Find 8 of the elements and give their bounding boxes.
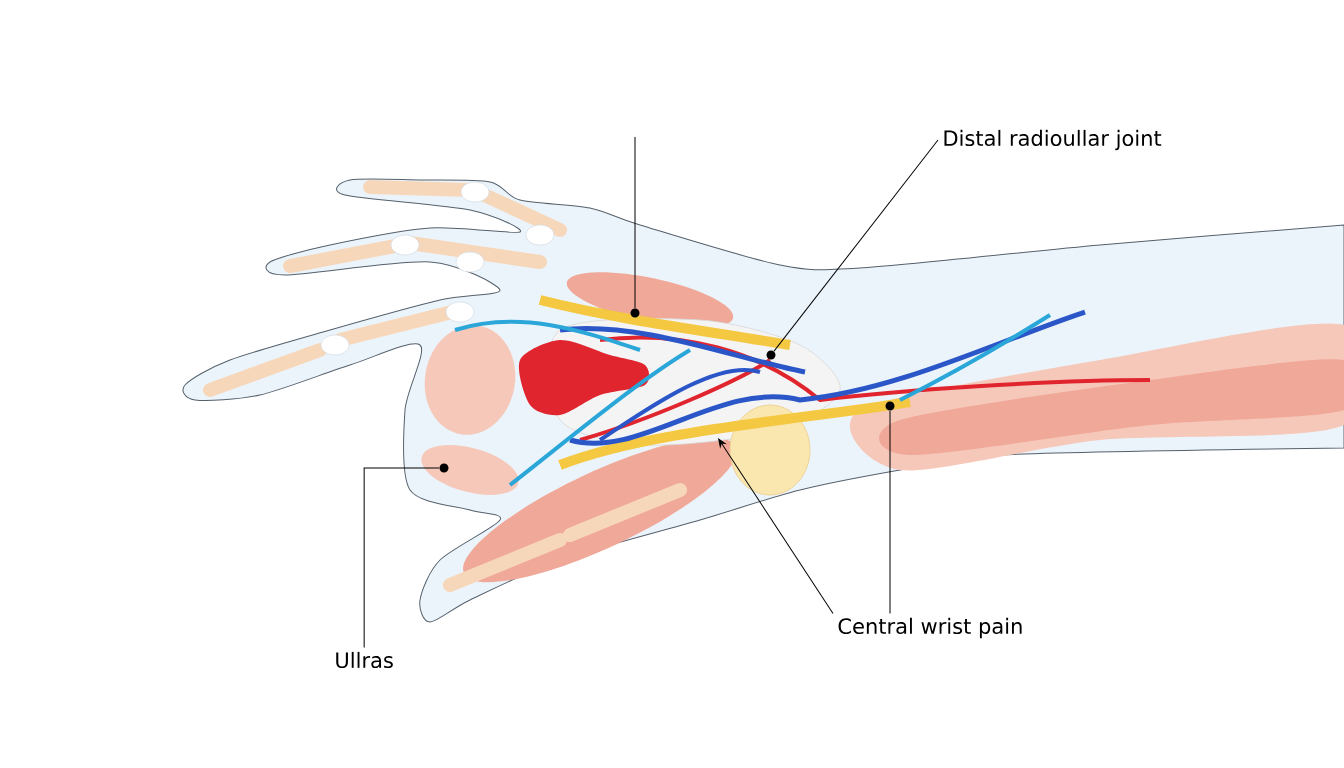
leader-line (773, 139, 939, 352)
leader-line (889, 410, 891, 614)
leader-line (634, 136, 636, 309)
callout-text: Ullras (336, 651, 393, 669)
callout-text: Distal radioullar joint (944, 129, 1162, 151)
callout-text: Central wrist pain (838, 617, 1022, 639)
leader-line (363, 467, 440, 648)
leader-line (718, 438, 834, 614)
